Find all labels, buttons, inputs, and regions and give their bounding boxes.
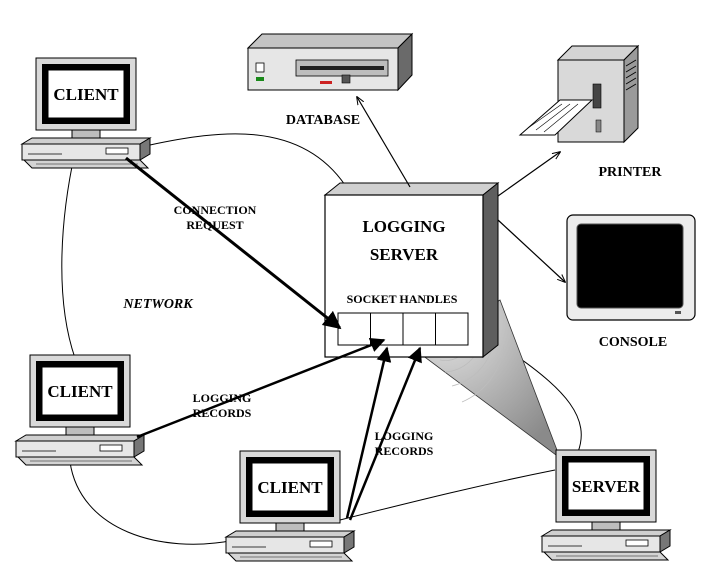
monitor-stand	[591, 521, 621, 531]
cpu-drive-slot	[625, 539, 649, 547]
client-bottom-label: CLIENT	[257, 478, 323, 497]
network-link-client1-client2	[61, 151, 76, 359]
socket-handle-cell	[337, 312, 371, 346]
printer-paper-lines	[527, 103, 579, 133]
network-link-client2-client3	[69, 461, 236, 545]
monitor-stand	[65, 426, 95, 436]
client-top-label: CLIENT	[53, 85, 119, 104]
database-drive-slot	[300, 66, 384, 70]
socket-handle-cell	[402, 312, 436, 346]
logging-records-arrow-left	[136, 337, 386, 439]
database-status-led	[256, 77, 264, 81]
console-screen	[576, 223, 684, 309]
client-top[interactable]: CLIENT	[20, 57, 152, 169]
logging-server-title-line2: SERVER	[370, 245, 439, 264]
connection-request-arrow	[125, 156, 342, 330]
cpu-drive-slot	[105, 147, 129, 155]
database-activity-led	[320, 81, 332, 84]
socket-handles	[337, 312, 469, 346]
database-power-button	[255, 62, 265, 73]
cpu-top	[20, 137, 152, 145]
screen-label-box	[41, 366, 119, 416]
logging-server[interactable]: LOGGING SERVER SOCKET HANDLES	[323, 181, 500, 359]
printer-paper-tray	[518, 99, 594, 136]
printer: PRINTER	[518, 44, 662, 180]
arrows	[125, 97, 565, 521]
database-top	[246, 33, 414, 49]
socket-handle-cell	[370, 312, 404, 346]
network-link-client3-serverhost	[339, 469, 556, 521]
client-left[interactable]: CLIENT	[14, 354, 146, 466]
client-left-label: CLIENT	[47, 382, 113, 401]
socket-handles-label: SOCKET HANDLES	[347, 292, 458, 306]
monitor-stand	[275, 522, 305, 532]
screen-label-box	[47, 69, 125, 119]
printer-switch	[595, 119, 602, 133]
server-host-label: SERVER	[572, 477, 641, 496]
console-led	[675, 311, 681, 314]
logging-server-top-face	[323, 182, 500, 196]
printer-control-panel	[592, 83, 602, 109]
cpu-top	[540, 529, 672, 537]
cpu-drive-slot	[309, 540, 333, 548]
network-label: NETWORK	[122, 297, 194, 312]
logging-server-title-line1: LOGGING	[362, 217, 445, 236]
printer-vent	[625, 59, 637, 91]
printer-output-arrow	[497, 152, 560, 197]
cpu-drive-slot	[99, 444, 123, 452]
console-label: CONSOLE	[599, 335, 667, 350]
console: CONSOLE	[566, 214, 696, 350]
computers: CLIENT CLIENT CLIENT SERVER	[14, 57, 672, 562]
screen-label-box	[567, 461, 645, 511]
logging-records-right-label-line2: RECORDS	[375, 444, 434, 458]
socket-handle-cell	[435, 312, 469, 346]
connection-request-label-line2: REQUEST	[186, 218, 243, 232]
database-label: DATABASE	[286, 113, 360, 128]
client-bottom[interactable]: CLIENT	[224, 450, 356, 562]
network-link-client1-server	[149, 133, 346, 186]
logging-records-arrow-right	[348, 346, 422, 521]
database-eject-button	[341, 74, 351, 84]
cpu-top	[224, 530, 356, 538]
printer-label: PRINTER	[598, 165, 662, 180]
server-host[interactable]: SERVER	[540, 449, 672, 561]
screen-label-box	[251, 462, 329, 512]
database-output-arrow	[357, 97, 411, 188]
console-output-arrow	[497, 219, 565, 282]
logging-records-arrow-center	[345, 346, 392, 519]
logging-server-side-face	[482, 181, 499, 359]
logging-records-right-label-line1: LOGGING	[375, 429, 434, 443]
database: DATABASE	[246, 32, 414, 128]
logging-records-left-label-line1: LOGGING	[193, 391, 252, 405]
monitor-stand	[71, 129, 101, 139]
cpu-top	[14, 434, 146, 442]
